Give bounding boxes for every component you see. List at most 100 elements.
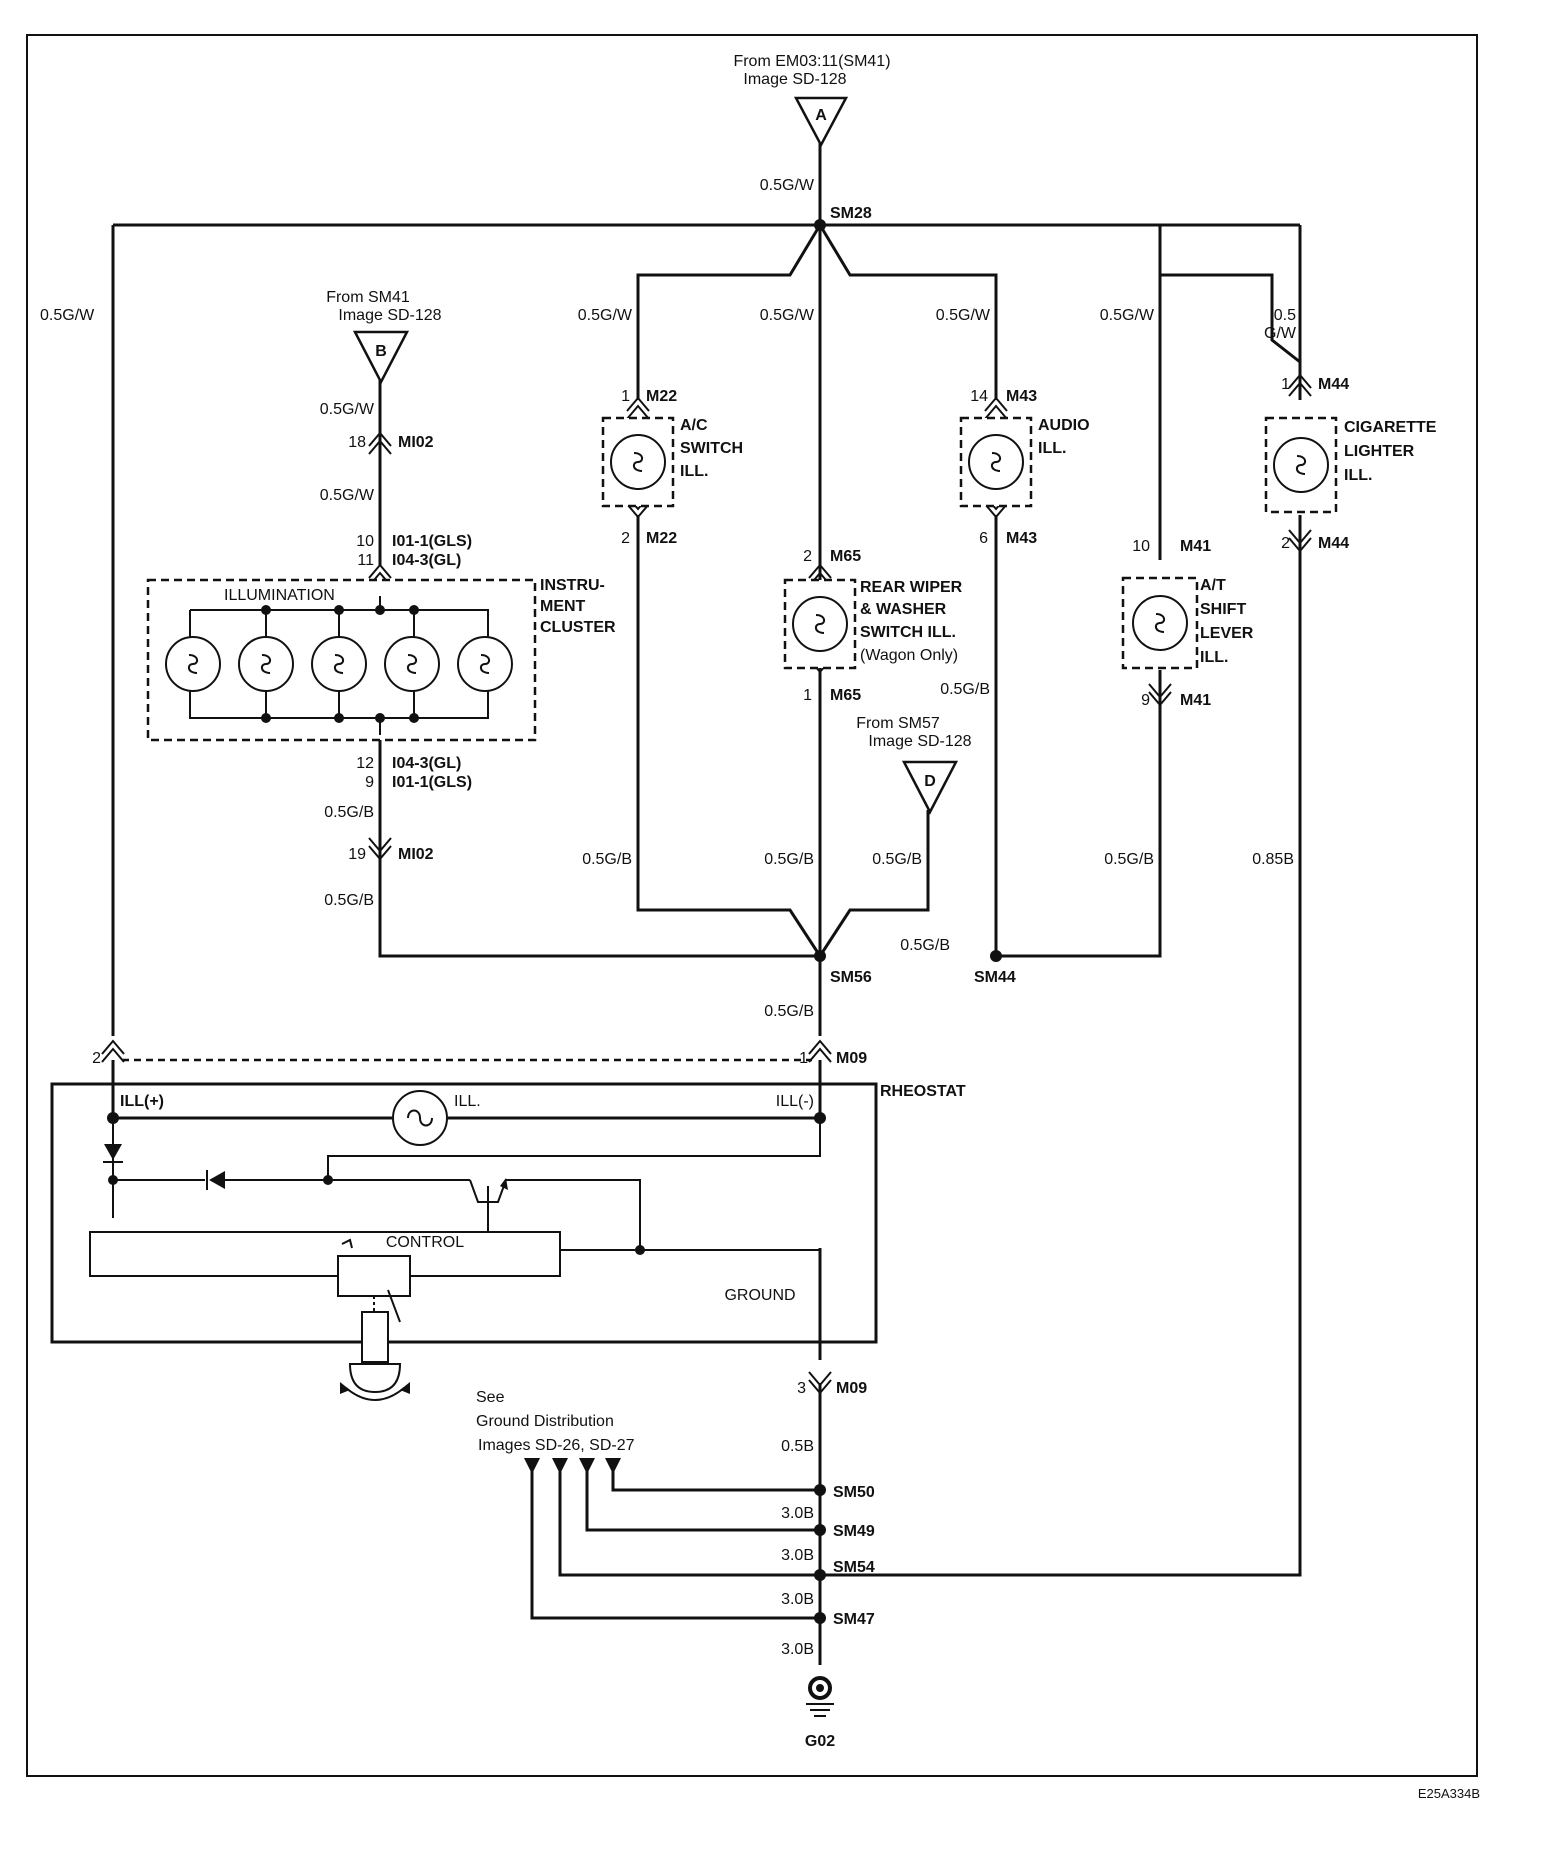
connector-m41: M41 [1180, 538, 1211, 555]
rheostat-control: CONTROL [386, 1234, 464, 1251]
splice-sm28: SM28 [830, 205, 872, 222]
splice-labels: SM28 SM56 SM44 SM50 SM49 SM54 SM47 [830, 205, 1016, 1628]
connector-m65: M65 [830, 548, 861, 565]
wire-label: 3.0B [781, 1547, 814, 1564]
cluster-label-3: CLUSTER [540, 619, 616, 636]
rear-wiper-switch-illumination: REAR WIPER & WASHER SWITCH ILL. (Wagon O… [783, 578, 963, 670]
wire-label: 0.5G/B [1104, 851, 1154, 868]
wire-label: 0.5G/B [940, 681, 990, 698]
shift-label-3: LEVER [1200, 625, 1254, 642]
splice-sm44: SM44 [974, 969, 1016, 986]
wire-labels: 0.5G/W 0.5G/W 0.5G/W 0.5G/W 0.5G/W 0.5G/… [40, 177, 1297, 1658]
ground-distribution-ref: See Ground Distribution Images SD-26, SD… [476, 1389, 635, 1474]
ground-ref-line3: Images SD-26, SD-27 [478, 1437, 635, 1454]
source-b-line1: From SM41 [326, 289, 410, 306]
wire-label: 0.5G/B [764, 1003, 814, 1020]
audio-label-1: AUDIO [1038, 417, 1090, 434]
pin-number: 10 [1132, 538, 1150, 555]
pin-number: 1 [621, 388, 630, 405]
connector-m43: M43 [1006, 530, 1037, 547]
wire-label: 0.5G/W [320, 401, 375, 418]
splice-sm56: SM56 [830, 969, 872, 986]
wire-label: 0.5G/W [1100, 307, 1155, 324]
shift-lever-illumination: A/T SHIFT LEVER ILL. [1121, 576, 1254, 670]
wire-label: 3.0B [781, 1591, 814, 1608]
connector-i04: I04-3(GL) [392, 755, 461, 772]
splice-sm49: SM49 [833, 1523, 875, 1540]
source-b-tag: B [375, 343, 387, 360]
wire-label: 0.5 [1274, 307, 1296, 324]
audio-label-2: ILL. [1038, 440, 1066, 457]
instrument-cluster: ILLUMINATION INSTRU- MENT CLUSTER [146, 577, 616, 742]
wiper-label-1: REAR WIPER [860, 579, 963, 596]
wiper-label-4: (Wagon Only) [860, 647, 958, 664]
connector-m22: M22 [646, 530, 677, 547]
rheostat-ground: GROUND [724, 1287, 795, 1304]
pin-number: 1 [803, 687, 812, 704]
pin-number: 14 [970, 388, 988, 405]
wiper-label-3: SWITCH ILL. [860, 624, 956, 641]
wire-label: 0.5G/B [324, 892, 374, 909]
pin-number: 1 [799, 1050, 808, 1067]
rheostat-ill-plus: ILL(+) [120, 1093, 164, 1110]
splice-sm54: SM54 [833, 1559, 875, 1576]
source-a-line2: Image SD-128 [743, 71, 846, 88]
ground-point-g02: G02 [805, 1676, 835, 1750]
shift-label-1: A/T [1200, 577, 1226, 594]
wire-label: 3.0B [781, 1641, 814, 1658]
connector-m09: M09 [836, 1050, 867, 1067]
connector-m43: M43 [1006, 388, 1037, 405]
rheostat-title: RHEOSTAT [880, 1083, 966, 1100]
splice-sm47: SM47 [833, 1611, 875, 1628]
wire-label: 0.5G/W [320, 487, 375, 504]
cig-label-1: CIGARETTE [1344, 419, 1437, 436]
connector-m41: M41 [1180, 692, 1211, 709]
ground-ref-line2: Ground Distribution [476, 1413, 614, 1430]
pin-number: 2 [92, 1050, 101, 1067]
wire-label: 0.5G/B [324, 804, 374, 821]
connector-i04: I04-3(GL) [392, 552, 461, 569]
wiper-label-2: & WASHER [860, 601, 947, 618]
rheostat-lamp [392, 1090, 448, 1146]
source-a: From EM03:11(SM41) Image SD-128 A [733, 53, 891, 148]
pin-number: 6 [979, 530, 988, 547]
pin-number: 3 [797, 1380, 806, 1397]
source-b: From SM41 Image SD-128 B [326, 289, 442, 385]
wire-label: 0.5G/W [40, 307, 95, 324]
connector-i01: I01-1(GLS) [392, 533, 472, 550]
source-d: From SM57 Image SD-128 D [856, 715, 972, 815]
ground-point-label: G02 [805, 1733, 835, 1750]
illumination-label: ILLUMINATION [224, 587, 335, 604]
cluster-label-1: INSTRU- [540, 577, 605, 594]
ac-label-2: SWITCH [680, 440, 743, 457]
pin-number: 19 [348, 846, 366, 863]
rheostat-ill-label: ILL. [454, 1093, 481, 1110]
connector-i01: I01-1(GLS) [392, 774, 472, 791]
connector-m44: M44 [1318, 535, 1349, 552]
wire-label: 0.5G/W [936, 307, 991, 324]
connector-m44: M44 [1318, 376, 1349, 393]
wires [111, 140, 1302, 1665]
wire-label: 0.5G/B [582, 851, 632, 868]
pin-number: 9 [365, 774, 374, 791]
connector-m22: M22 [646, 388, 677, 405]
connector-labels: 1 M22 2 M22 14 M43 6 M43 1 M44 2 M44 2 M… [92, 376, 1349, 1397]
audio-illumination: AUDIO ILL. [959, 416, 1090, 508]
ac-label-3: ILL. [680, 463, 708, 480]
wire-label: 3.0B [781, 1505, 814, 1522]
ground-ref-line1: See [476, 1389, 505, 1406]
diagram-id: E25A334B [1418, 1786, 1480, 1801]
source-b-line2: Image SD-128 [338, 307, 441, 324]
pin-number: 12 [356, 755, 374, 772]
wire-label: G/W [1264, 325, 1297, 342]
wire-label: 0.5G/W [760, 307, 815, 324]
splice-dots [814, 219, 1002, 1624]
connector-m09: M09 [836, 1380, 867, 1397]
ac-switch-illumination: A/C SWITCH ILL. [601, 416, 743, 508]
wire-label: 0.5G/B [900, 937, 950, 954]
rheostat: RHEOSTAT ILL(+) ILL(-) ILL. CONTROL G [50, 1060, 966, 1401]
pin-number: 18 [348, 434, 366, 451]
pin-number: 1 [1281, 376, 1290, 393]
connector-mi02: MI02 [398, 846, 434, 863]
